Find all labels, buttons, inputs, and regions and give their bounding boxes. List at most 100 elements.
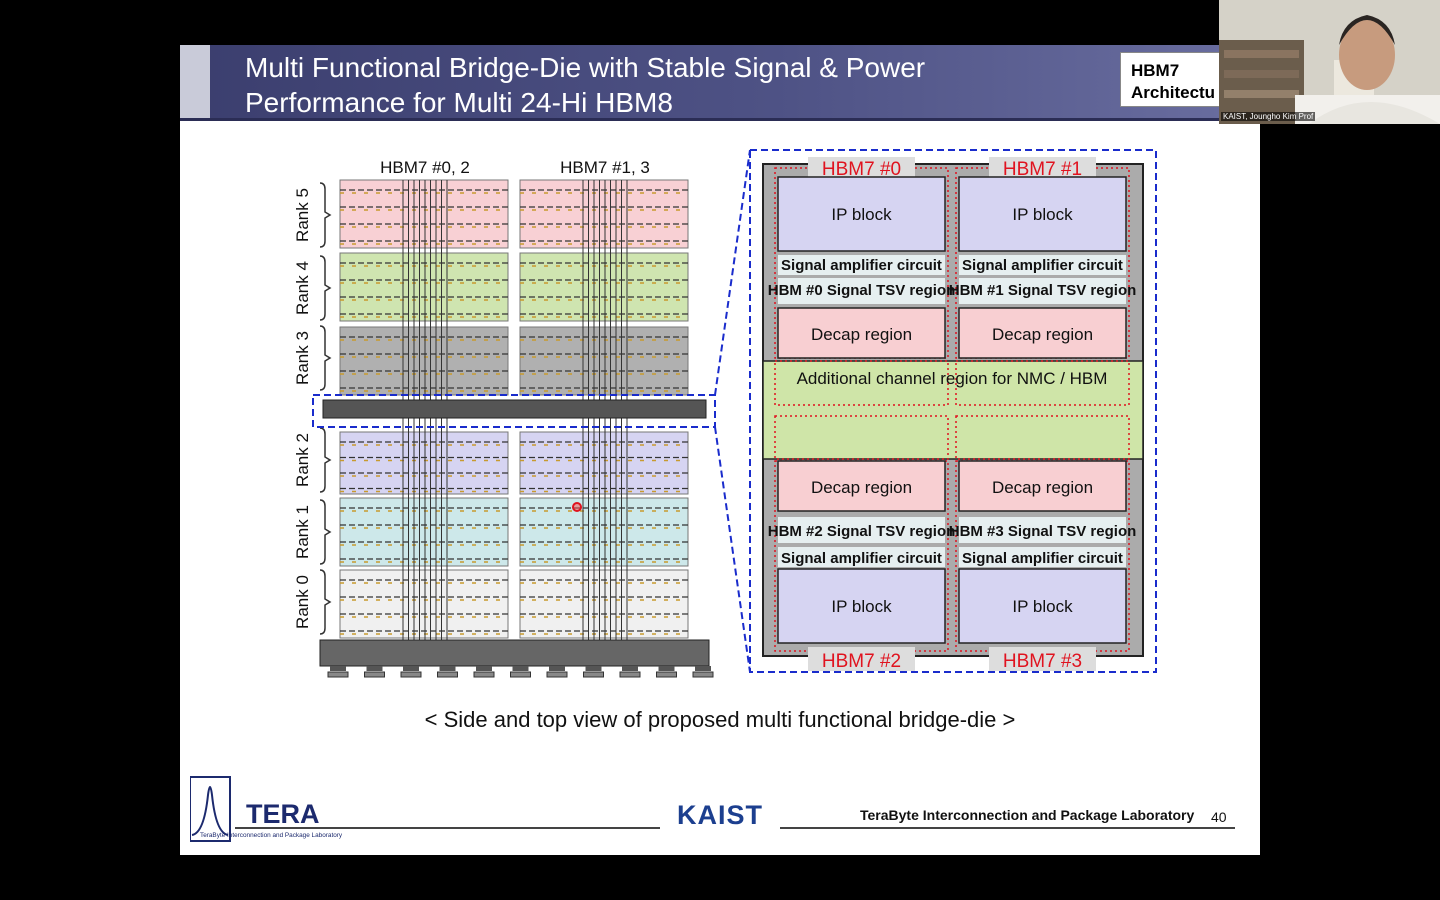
rank-label: Rank 0	[293, 575, 312, 629]
rank-2-stack-0	[339, 431, 509, 495]
zoom-line-bottom	[714, 426, 751, 673]
solder-bump	[439, 666, 456, 671]
slide-title: Multi Functional Bridge-Die with Stable …	[245, 50, 1045, 120]
tsv-region	[959, 517, 1126, 543]
rank-brace	[319, 325, 332, 391]
figure-caption: < Side and top view of proposed multi fu…	[424, 707, 1016, 732]
ip-block	[958, 176, 1127, 252]
solder-ball	[583, 671, 604, 678]
package-substrate	[319, 639, 714, 678]
architecture-tag-line2: Architectu	[1131, 83, 1216, 102]
ip-block-label: IP block	[1012, 597, 1073, 616]
rank-4-stack-1	[519, 252, 689, 322]
rank-label: Rank 2	[293, 433, 312, 487]
ip-block-label: IP block	[1012, 205, 1073, 224]
ip-block	[777, 568, 946, 644]
hbm-label-bg	[808, 647, 915, 671]
channel-label: Additional channel region for NMC / HBM	[797, 369, 1108, 388]
rank-label: Rank 4	[293, 261, 312, 315]
tsv-region	[959, 278, 1126, 304]
solder-ball	[546, 671, 568, 678]
channel-footprint-top	[774, 360, 949, 406]
stack-label-left: HBM7 #0, 2	[380, 158, 470, 177]
substrate-layer	[319, 639, 710, 667]
solder-ball	[364, 671, 385, 678]
rank-brace	[319, 499, 332, 565]
tsv-region	[778, 278, 945, 304]
decap-label: Decap region	[811, 478, 912, 497]
slide: Multi Functional Bridge-Die with Stable …	[180, 45, 1260, 855]
rank-0-stack-1	[519, 569, 689, 639]
tsv-region-label: HBM #0 Signal TSV region	[768, 282, 956, 299]
signal-amp-label: Signal amplifier circuit	[781, 257, 942, 274]
rank-1-stack-1	[519, 497, 689, 567]
decap-region	[777, 460, 946, 512]
decap-region	[777, 307, 946, 359]
kaist-logo: KAIST	[660, 800, 780, 840]
signal-amp-region	[959, 547, 1126, 567]
channel-region	[762, 360, 1144, 460]
signal-amp-region	[778, 255, 945, 275]
solder-bump	[585, 666, 602, 671]
ip-block	[777, 176, 946, 252]
solder-bump	[695, 666, 711, 671]
rank-5-stack-1	[519, 179, 689, 249]
laser-pointer-cursor	[572, 502, 582, 512]
ip-block-label: IP block	[831, 597, 892, 616]
webcam-video-thumbnail[interactable]	[1219, 0, 1440, 124]
solder-bump	[622, 666, 638, 671]
ip-block	[958, 568, 1127, 644]
rank-brace	[319, 182, 332, 248]
rank-1-stack-0	[339, 497, 509, 567]
rank-label: Rank 5	[293, 188, 312, 242]
hbm-label: HBM7 #2	[822, 651, 901, 672]
bridge-highlight	[312, 394, 716, 428]
rank-3-stack-1	[519, 326, 689, 396]
solder-ball	[473, 671, 495, 678]
channel-footprint-bottom	[955, 415, 1130, 460]
top-view-frame	[749, 149, 1157, 673]
architecture-tag-line1: HBM7	[1131, 61, 1180, 80]
signal-amp-label: Signal amplifier circuit	[781, 550, 942, 567]
stack-label-right: HBM7 #1, 3	[560, 158, 650, 177]
decap-region	[958, 307, 1127, 359]
signal-amp-region	[959, 255, 1126, 275]
rank-brace	[319, 255, 332, 321]
solder-bump	[549, 666, 565, 671]
title-bar: Multi Functional Bridge-Die with Stable …	[180, 45, 1260, 118]
solder-bump	[476, 666, 492, 671]
solder-ball	[619, 671, 641, 678]
hbm-label-bg	[989, 647, 1096, 671]
channel-footprint-top	[955, 360, 1130, 406]
decap-region	[958, 460, 1127, 512]
ip-block-label: IP block	[831, 205, 892, 224]
signal-amp-label: Signal amplifier circuit	[962, 257, 1123, 274]
tsv-region-label: HBM #1 Signal TSV region	[949, 282, 1137, 299]
solder-ball	[437, 671, 458, 678]
solder-ball	[400, 671, 422, 678]
title-underline	[180, 118, 1260, 121]
rank-2-stack-1	[519, 431, 689, 495]
rank-brace	[319, 427, 332, 493]
tera-logo-text: TERA	[246, 799, 320, 829]
signal-amp-label: Signal amplifier circuit	[962, 550, 1123, 567]
channel-footprint-bottom	[774, 415, 949, 460]
rank-label: Rank 3	[293, 331, 312, 385]
solder-ball	[656, 671, 677, 678]
decap-label: Decap region	[811, 325, 912, 344]
solder-bump	[330, 666, 346, 671]
hbm-label: HBM7 #3	[1003, 651, 1082, 672]
signal-amp-region	[778, 547, 945, 567]
bridge-die	[322, 399, 707, 419]
rank-brace	[319, 569, 332, 635]
title-accent	[180, 45, 210, 118]
solder-bump	[403, 666, 419, 671]
solder-ball	[510, 671, 531, 678]
tera-logo-subtext: TeraByte Interconnection and Package Lab…	[200, 832, 343, 839]
solder-bump	[658, 666, 675, 671]
webcam-participant-name: KAIST, Joungho Kim Prof	[1221, 112, 1316, 121]
solder-bump	[366, 666, 383, 671]
hbm-label: HBM7 #0	[822, 159, 901, 180]
rank-0-stack-0	[339, 569, 509, 639]
solder-bump	[512, 666, 529, 671]
